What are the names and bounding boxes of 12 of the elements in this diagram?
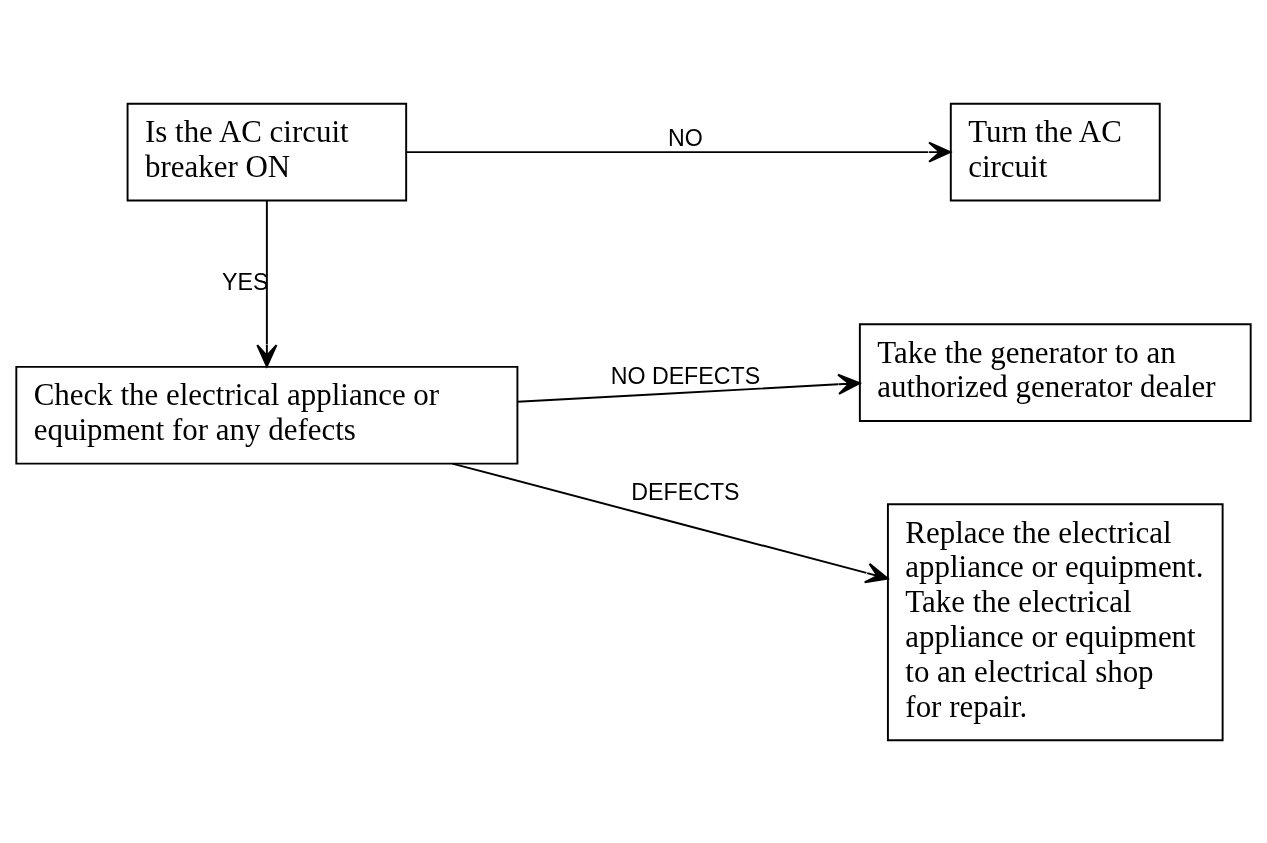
arrow (405, 141, 952, 163)
edge-label: DEFECTS (631, 478, 740, 505)
node-box: Turn the AC circuit (949, 102, 1161, 201)
node-box: Replace the electrical appliance or equipment. Take the electrical appliance or equipment to an electrical shop for repair. (886, 502, 1224, 741)
node-box: Take the generator to an authorized generator dealer (858, 322, 1252, 422)
arrow (256, 199, 278, 367)
arrow (516, 373, 861, 403)
arrow (451, 462, 889, 583)
node-box: Is the AC circuit breaker ON (126, 102, 408, 201)
edge-label: NO (668, 124, 703, 151)
node-box: Check the electrical appliance or equipment for any defects (15, 365, 519, 465)
edge-label: NO DEFECTS (610, 362, 761, 388)
